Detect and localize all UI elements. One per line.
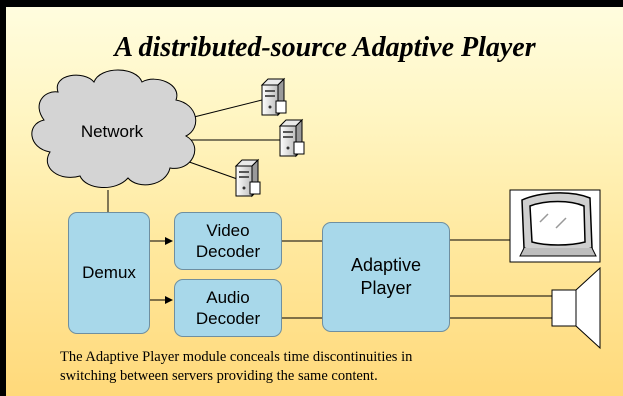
adaptive-player-label-line1: Adaptive: [350, 255, 422, 275]
adaptive-player-box: Adaptive Player: [322, 222, 450, 332]
speaker-icon: [551, 266, 601, 350]
caption-line-1: The Adaptive Player module conceals time…: [60, 349, 413, 365]
slide-caption: The Adaptive Player module conceals time…: [60, 348, 580, 386]
video-decoder-box: Video Decoder: [174, 212, 282, 270]
audio-decoder-label-line1: Audio: [206, 288, 250, 307]
audio-decoder-box: Audio Decoder: [174, 279, 282, 337]
video-decoder-label-line1: Video: [206, 221, 250, 240]
network-label: Network: [81, 122, 144, 141]
video-decoder-label-line2: Decoder: [195, 242, 261, 261]
caption-line-2: switching between servers providing the …: [60, 368, 378, 384]
network-cloud: [31, 69, 197, 188]
server-tower-icon: [234, 158, 261, 198]
audio-decoder-label-line2: Decoder: [195, 309, 261, 328]
monitor-icon: [509, 189, 601, 263]
left-border-bar: [0, 0, 6, 396]
server-tower-icon: [278, 118, 305, 158]
demux-label: Demux: [82, 263, 136, 282]
top-border-bar: [0, 0, 623, 7]
server-tower-icon: [260, 77, 287, 117]
adaptive-player-label-line2: Player: [360, 278, 412, 298]
slide-title: A distributed-source Adaptive Player: [114, 32, 536, 63]
demux-box: Demux: [68, 212, 150, 334]
